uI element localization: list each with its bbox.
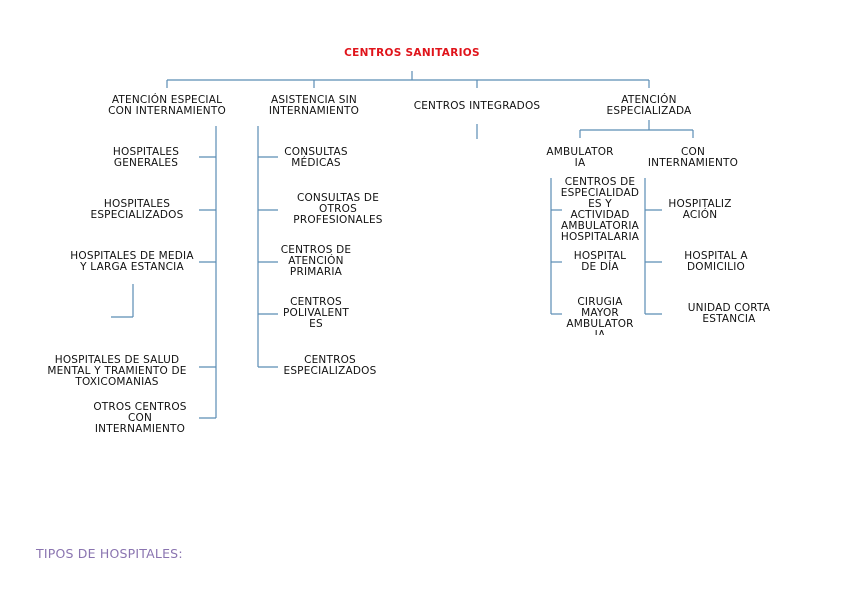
- node-centros-polivalentes: CENTROS POLIVALENT ES: [283, 296, 349, 330]
- node-hospitales-generales: HOSPITALES GENERALES: [112, 146, 180, 169]
- node-hospitales-especializados: HOSPITALES ESPECIALIZADOS: [90, 198, 184, 221]
- diagram-title: CENTROS SANITARIOS: [344, 47, 480, 59]
- node-cirugia-mayor-ambulatoria: CIRUGIA MAYOR AMBULATOR IA: [566, 297, 634, 335]
- node-hospitales-salud-mental: HOSPITALES DE SALUD MENTAL Y TRAMIENTO D…: [47, 354, 187, 388]
- node-consultas-otros-profesionales: CONSULTAS DE OTROS PROFESIONALES: [293, 192, 383, 226]
- node-centros-atencion-primaria: CENTROS DE ATENCIÓN PRIMARIA: [280, 244, 352, 278]
- node-centros-especialidades-ambulatoria: CENTROS DE ESPECIALIDAD ES Y ACTIVIDAD A…: [560, 176, 640, 243]
- node-hospital-a-domicilio: HOSPITAL A DOMICILIO: [684, 250, 748, 273]
- node-con-internamiento: CON INTERNAMIENTO: [647, 146, 739, 169]
- node-consultas-medicas: CONSULTAS MÉDICAS: [284, 146, 348, 169]
- node-hospital-de-dia: HOSPITAL DE DÍA: [573, 250, 627, 273]
- section-heading-tipos-hospitales: TIPOS DE HOSPITALES:: [36, 546, 183, 561]
- node-unidad-corta-estancia: UNIDAD CORTA ESTANCIA: [687, 302, 771, 325]
- node-hospitalizacion: HOSPITALIZ ACIÓN: [668, 198, 732, 221]
- node-otros-centros-internamiento: OTROS CENTROS CON INTERNAMIENTO: [93, 401, 187, 435]
- category-atencion-especial: ATENCIÓN ESPECIAL CON INTERNAMIENTO: [108, 94, 226, 117]
- category-asistencia-sin-internamiento: ASISTENCIA SIN INTERNAMIENTO: [268, 94, 360, 117]
- node-hospitales-media-larga-estancia: HOSPITALES DE MEDIA Y LARGA ESTANCIA: [70, 250, 194, 273]
- category-atencion-especializada: ATENCIÓN ESPECIALIZADA: [606, 94, 692, 117]
- category-centros-integrados: CENTROS INTEGRADOS: [413, 100, 541, 112]
- node-centros-especializados: CENTROS ESPECIALIZADOS: [283, 354, 377, 377]
- node-ambulatoria: AMBULATOR IA: [546, 146, 614, 169]
